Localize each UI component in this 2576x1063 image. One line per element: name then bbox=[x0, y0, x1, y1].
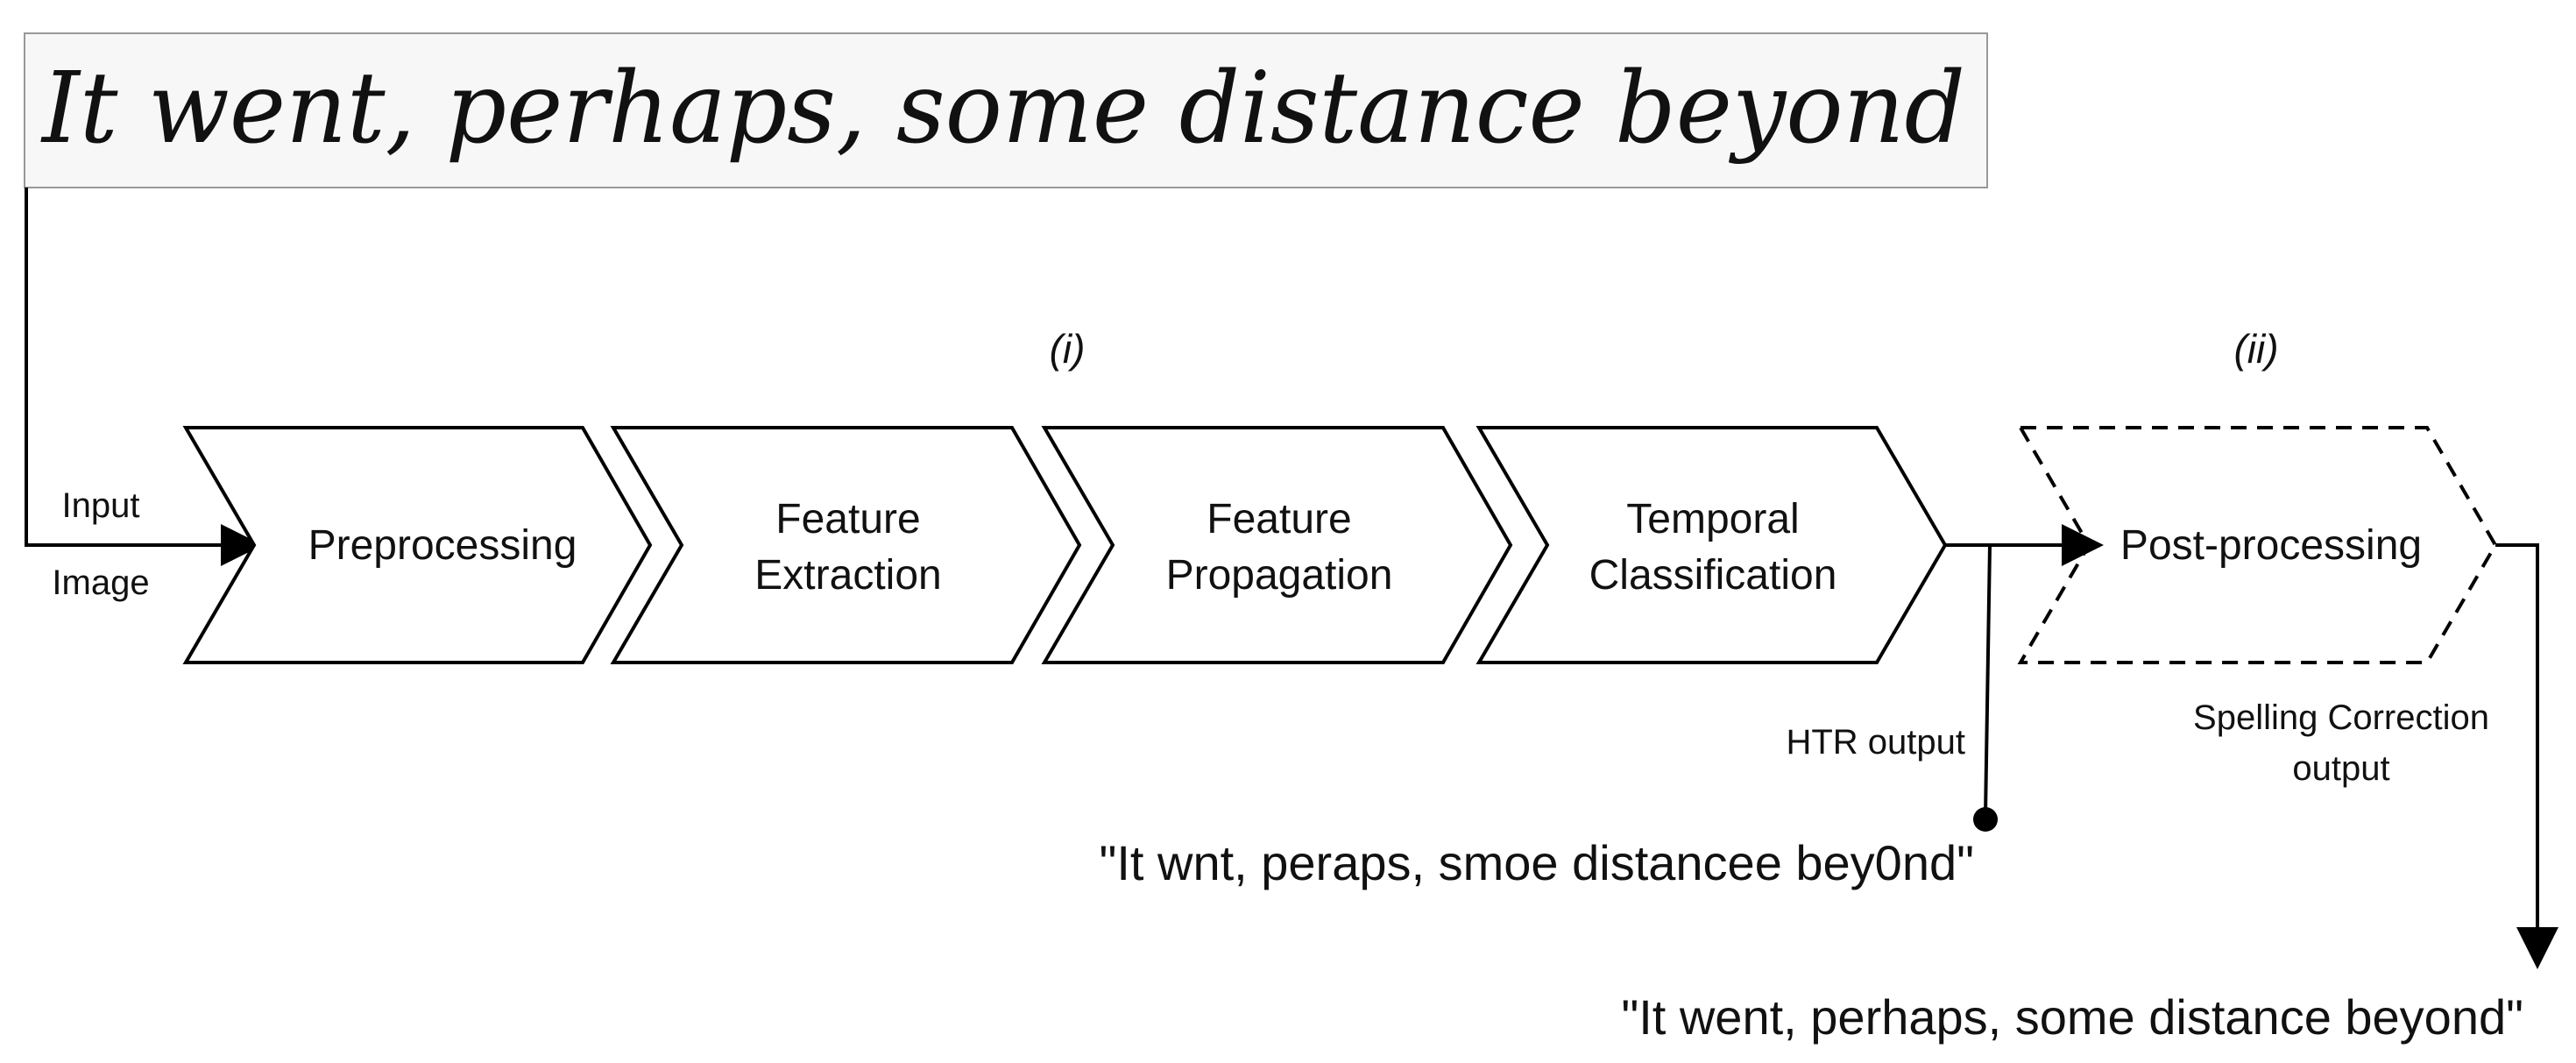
input-image-frame bbox=[24, 32, 1988, 188]
htr-output-text: "It wnt, peraps, smoe distancee bey0nd" bbox=[1099, 835, 1974, 890]
group-i-label: (i) bbox=[1050, 326, 1086, 372]
stage-label-line1: Feature bbox=[1207, 496, 1351, 542]
stage-chevron bbox=[610, 426, 1082, 664]
htr-output-branch bbox=[1984, 544, 1992, 816]
stage-preprocessing: Preprocessing bbox=[182, 426, 653, 664]
stage-label: Post-processing bbox=[2120, 522, 2422, 569]
stage-temporal-classification: Temporal Classification bbox=[1476, 426, 1948, 664]
stage-chevron bbox=[1041, 426, 1513, 664]
stage-label-line2: Extraction bbox=[754, 552, 941, 599]
input-label-line2: Image bbox=[52, 563, 149, 602]
stage-label-line1: Feature bbox=[775, 496, 920, 542]
stage-label-line2: Classification bbox=[1589, 552, 1837, 599]
handwritten-text: It went, perhaps, some distance beyond bbox=[40, 52, 1965, 166]
input-image: It went, perhaps, some distance beyond bbox=[24, 32, 1988, 188]
stage-feature-extraction: Feature Extraction bbox=[610, 426, 1082, 664]
htr-output-label: HTR output bbox=[1786, 723, 1965, 762]
spelling-output-label-line1: Spelling Correction bbox=[2193, 698, 2489, 737]
stage-feature-propagation: Feature Propagation bbox=[1041, 426, 1513, 664]
stage-label-line2: Propagation bbox=[1166, 552, 1393, 599]
htr-output-dot bbox=[1973, 807, 1998, 832]
input-label-line1: Input bbox=[62, 486, 140, 525]
input-connector bbox=[25, 188, 263, 566]
stage-chevron bbox=[182, 426, 653, 664]
spelling-output-connector bbox=[2495, 543, 2558, 969]
spelling-output-label-line2: output bbox=[2292, 749, 2389, 788]
stage-chevron bbox=[1476, 426, 1948, 664]
stage-label: Preprocessing bbox=[308, 522, 577, 569]
corrected-output-text: "It went, perhaps, some distance beyond" bbox=[1621, 989, 2523, 1045]
group-ii-label: (ii) bbox=[2233, 326, 2278, 372]
stage-label-line1: Temporal bbox=[1626, 496, 1799, 542]
